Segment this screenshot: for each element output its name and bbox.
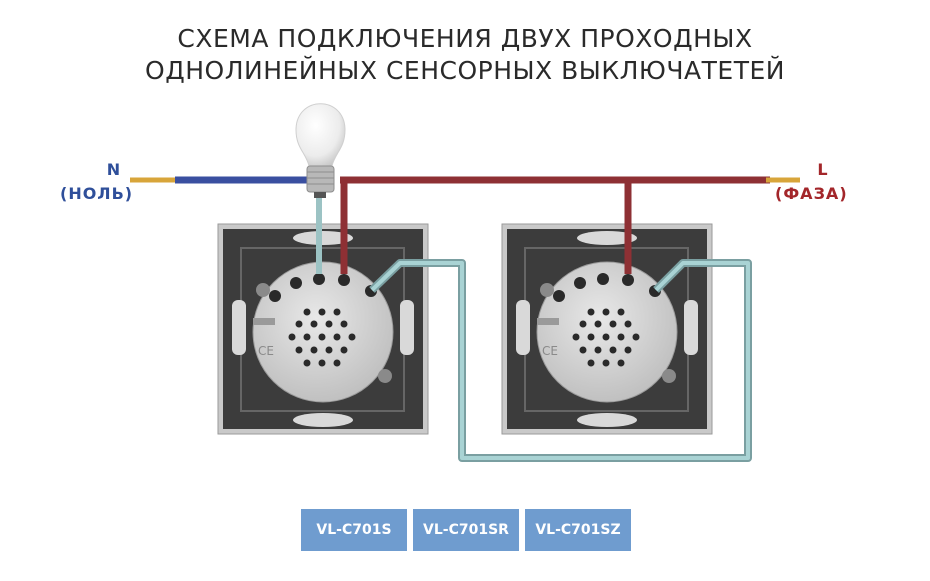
model-badge: VL-C701S — [301, 509, 407, 551]
model-list: VL-C701S VL-C701SR VL-C701SZ — [301, 509, 631, 551]
neutral-letter: N — [106, 160, 122, 179]
neutral-name: (НОЛЬ) — [60, 184, 134, 203]
model-badge: VL-C701SZ — [525, 509, 631, 551]
diagram-title-line-1: СХЕМА ПОДКЛЮЧЕНИЯ ДВУХ ПРОХОДНЫХ — [177, 24, 753, 53]
phase-wire — [340, 176, 770, 274]
switch-1-module — [252, 261, 394, 403]
switch-1-holes — [288, 308, 356, 367]
switch-2: CE — [501, 223, 713, 435]
ce-mark: CE — [258, 344, 274, 358]
model-badge: VL-C701SR — [413, 509, 519, 551]
switch-2-holes — [572, 308, 640, 367]
light-bulb — [295, 103, 346, 198]
phase-name: (ФАЗА) — [775, 184, 848, 203]
switch-2-module — [536, 261, 678, 403]
phase-letter: L — [817, 160, 829, 179]
switch-1-terminals — [269, 273, 377, 302]
switch-1: CE — [217, 223, 429, 435]
diagram-title-line-2: ОДНОЛИНЕЙНЫХ СЕНСОРНЫХ ВЫКЛЮЧАТЕТЕЙ — [145, 56, 785, 85]
ce-mark: CE — [542, 344, 558, 358]
